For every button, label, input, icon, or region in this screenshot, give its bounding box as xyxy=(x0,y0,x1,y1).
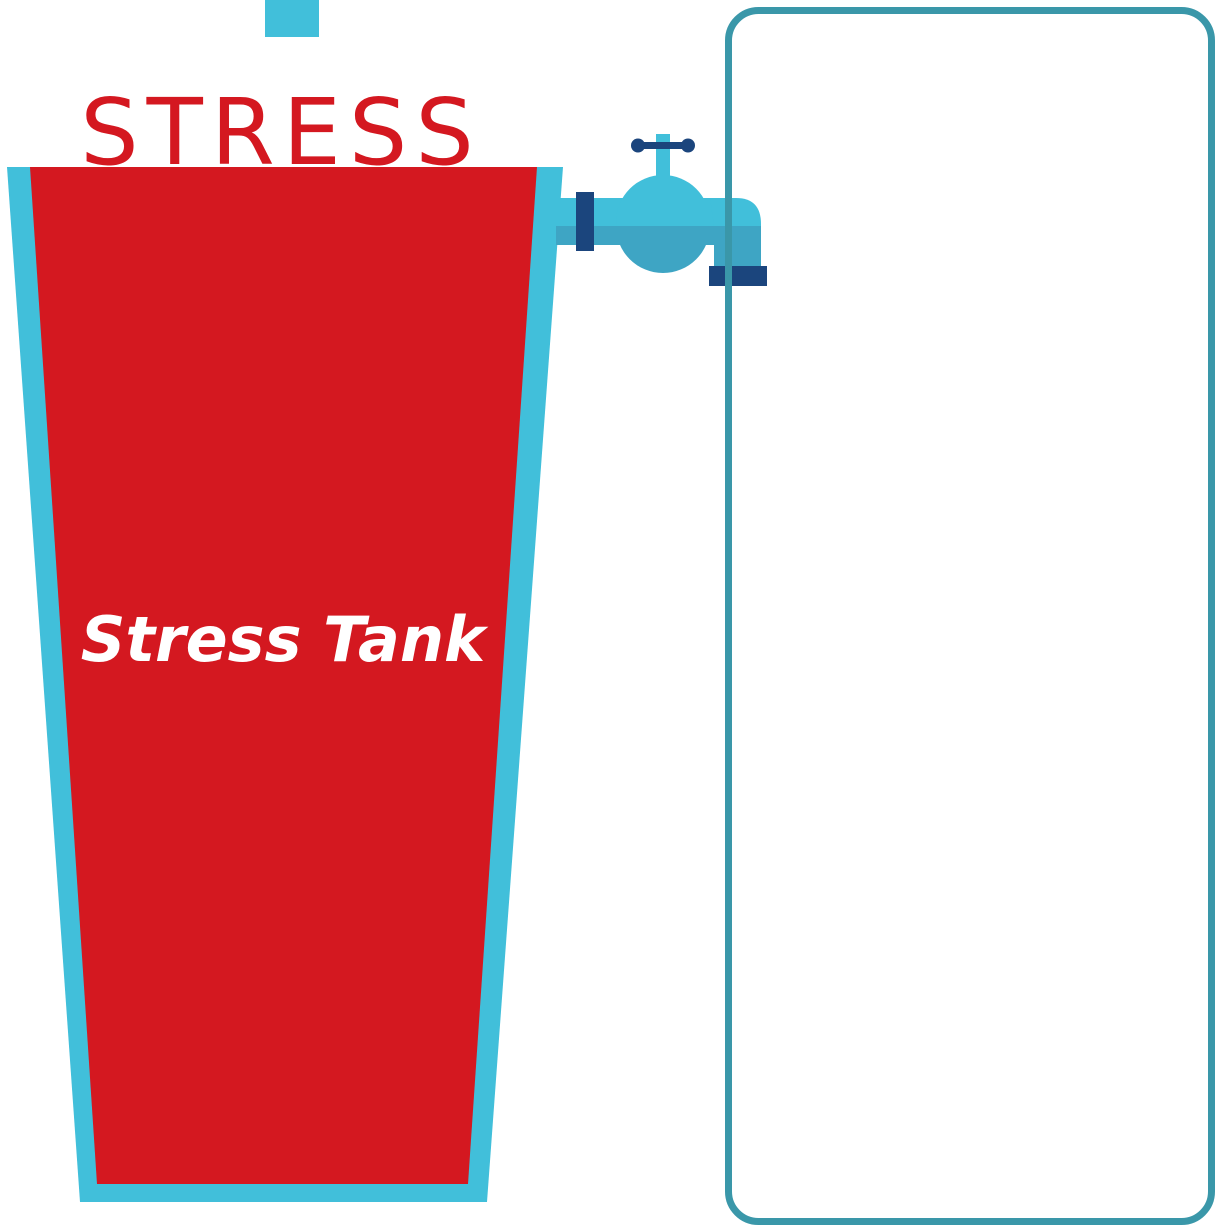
faucet-icon[interactable] xyxy=(556,134,767,286)
inlet-pipe-icon xyxy=(265,0,319,37)
tank-label: Stress Tank xyxy=(81,603,489,676)
side-box xyxy=(729,11,1212,1222)
faucet-nozzle xyxy=(709,266,767,286)
